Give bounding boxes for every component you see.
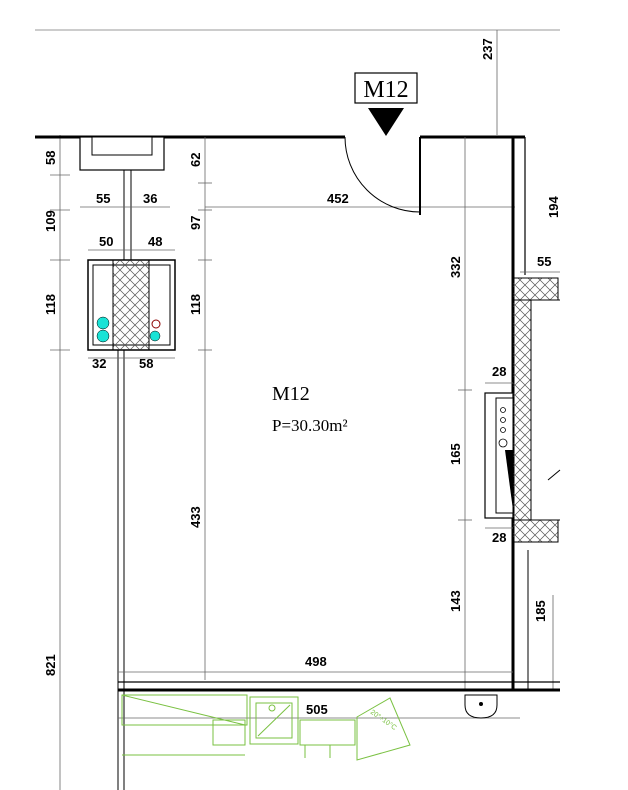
dimension-55-top: 55 [96, 191, 110, 206]
dimension-58-bottom: 58 [139, 356, 153, 371]
pipe-circle-cyan-2 [96, 329, 110, 343]
dimension-55-right: 55 [537, 254, 551, 269]
room-area: P=30.30m² [272, 416, 348, 435]
dimension-118-left: 118 [43, 294, 58, 315]
pipe-circle-cyan-1 [96, 316, 110, 330]
dimension-452: 452 [327, 191, 349, 206]
dimension-58-left: 58 [43, 151, 58, 165]
pipe-circle-cyan-3 [149, 330, 161, 342]
dimension-332: 332 [448, 256, 463, 278]
kitchen-counter [121, 694, 411, 761]
dimension-36: 36 [143, 191, 157, 206]
room-tag-label: M12 [363, 77, 408, 103]
room-tag-marker: M12 [354, 72, 418, 136]
dimension-97: 97 [188, 216, 203, 230]
dimension-109: 109 [43, 210, 58, 232]
door-swing [344, 136, 421, 215]
dimension-143: 143 [448, 590, 463, 612]
dimension-165: 165 [448, 443, 463, 465]
dimension-62: 62 [188, 153, 203, 167]
duct-box-top [79, 136, 165, 171]
fixture-temperature-label: 20°÷10°C [369, 708, 398, 732]
dimension-433: 433 [188, 506, 203, 528]
shaft-box [87, 259, 176, 351]
dimension-28-bottom: 28 [492, 530, 506, 545]
dimension-50: 50 [99, 234, 113, 249]
dimension-28-top: 28 [492, 364, 506, 379]
electrical-panel [484, 392, 514, 519]
right-column [512, 277, 560, 543]
dimension-821: 821 [43, 654, 58, 676]
washbasin [464, 694, 498, 719]
dimension-505: 505 [306, 702, 328, 717]
dimension-118-inner: 118 [188, 294, 203, 315]
dimension-498: 498 [305, 654, 327, 669]
dimension-48: 48 [148, 234, 162, 249]
room-name: M12 [272, 383, 310, 405]
dimension-194: 194 [546, 196, 561, 218]
dimension-32: 32 [92, 356, 106, 371]
pipe-circle-red [151, 319, 161, 329]
dimension-237: 237 [480, 38, 495, 60]
dimension-185: 185 [533, 600, 548, 622]
